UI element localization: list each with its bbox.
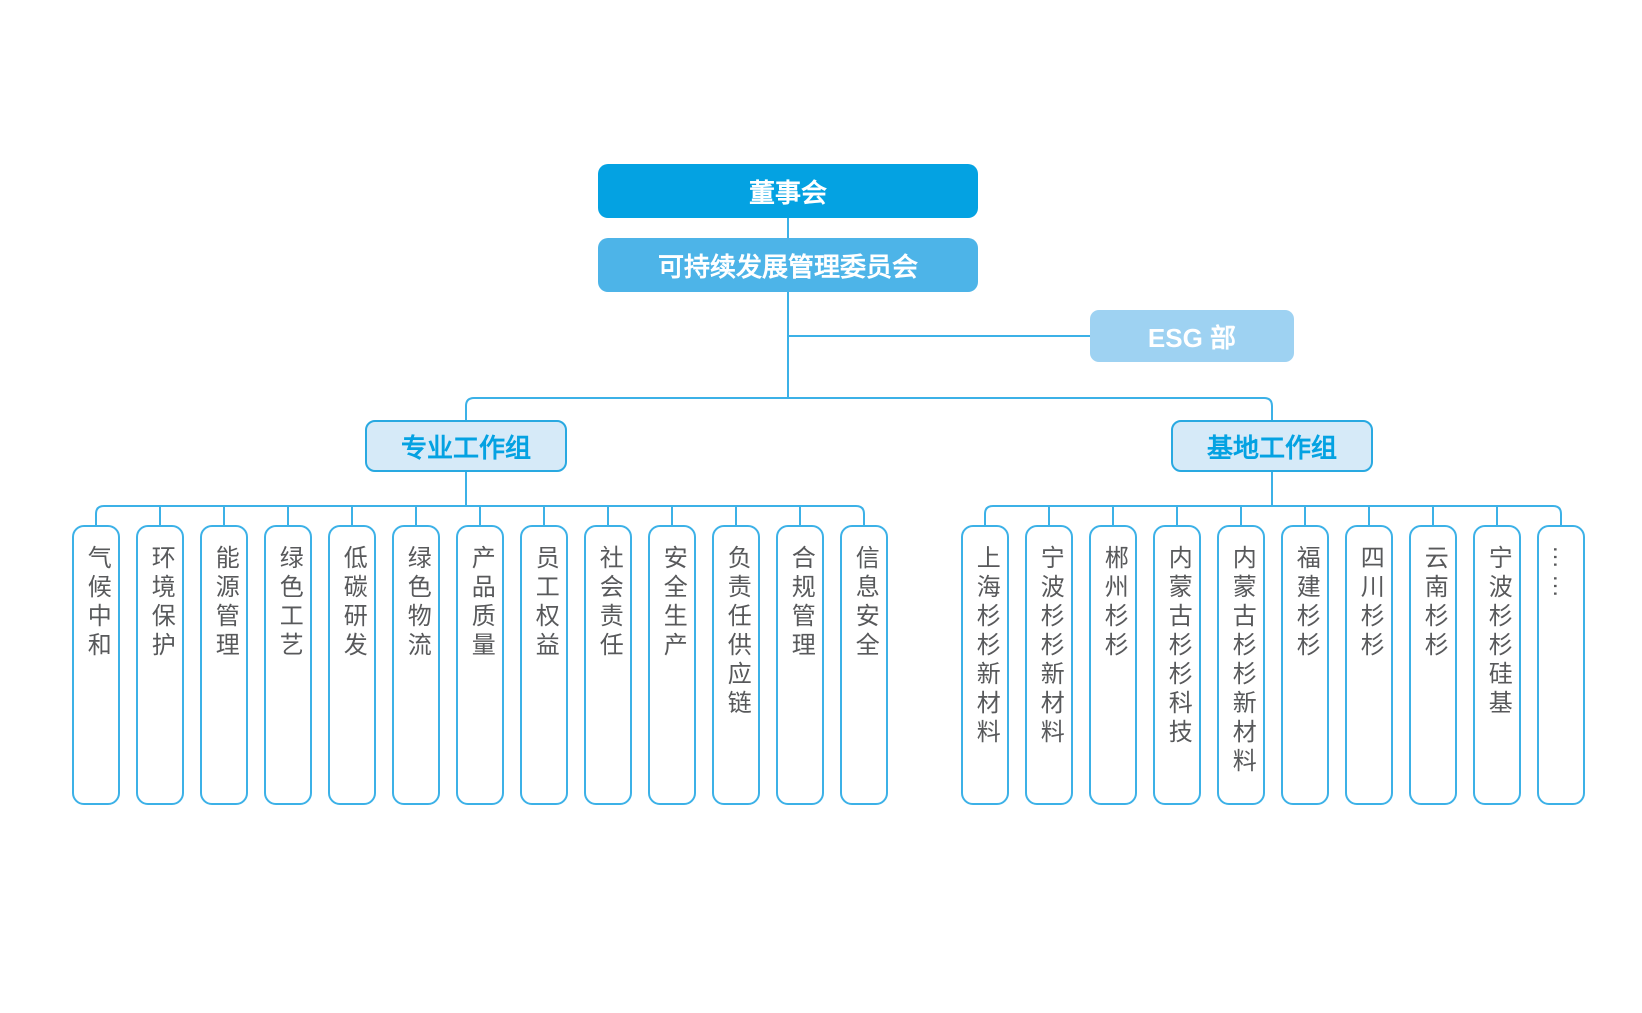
leaf-label: …… <box>1548 545 1576 603</box>
leaf-label: 环境保护 <box>147 545 175 661</box>
leaf-label: 上海杉杉新材料 <box>972 545 1000 748</box>
leaf-label: 气候中和 <box>83 545 111 661</box>
base-workgroup-node: 基地工作组 <box>1171 420 1373 472</box>
leaf-node: 云南杉杉 <box>1409 525 1457 805</box>
leaf-node: 信息安全 <box>840 525 888 805</box>
base-children-row: 上海杉杉新材料 宁波杉杉新材料 郴州杉杉 内蒙古杉杉科技 内蒙古杉杉新材料 福建… <box>961 525 1585 805</box>
leaf-label: 能源管理 <box>211 545 239 661</box>
leaf-label: 社会责任 <box>595 545 623 661</box>
leaf-node: 内蒙古杉杉科技 <box>1153 525 1201 805</box>
leaf-label: 宁波杉杉硅基 <box>1484 545 1512 719</box>
leaf-node: 员工权益 <box>520 525 568 805</box>
leaf-label: 安全生产 <box>659 545 687 661</box>
esg-label: ESG 部 <box>1147 322 1237 353</box>
leaf-node: 气候中和 <box>72 525 120 805</box>
esg-department-node: ESG 部 <box>1090 310 1294 362</box>
professional-workgroup-node: 专业工作组 <box>365 420 567 472</box>
professional-drops <box>159 506 801 526</box>
leaf-label: 绿色物流 <box>403 545 431 661</box>
leaf-label: 宁波杉杉新材料 <box>1036 545 1064 748</box>
leaf-node: 内蒙古杉杉新材料 <box>1217 525 1265 805</box>
leaf-node: 产品质量 <box>456 525 504 805</box>
leaf-label: 四川杉杉 <box>1356 545 1384 661</box>
leaf-label: 员工权益 <box>531 545 559 661</box>
base-workgroup-label: 基地工作组 <box>1206 432 1337 463</box>
leaf-node: 环境保护 <box>136 525 184 805</box>
committee-label: 可持续发展管理委员会 <box>657 251 918 282</box>
leaf-node: 绿色物流 <box>392 525 440 805</box>
professional-children-row: 气候中和 环境保护 能源管理 绿色工艺 低碳研发 绿色物流 产品质量 <box>72 525 888 805</box>
leaf-node: 上海杉杉新材料 <box>961 525 1009 805</box>
leaf-label: 云南杉杉 <box>1420 545 1448 661</box>
leaf-node: 福建杉杉 <box>1281 525 1329 805</box>
board-label: 董事会 <box>748 177 827 208</box>
leaf-node: 郴州杉杉 <box>1089 525 1137 805</box>
leaf-label: 合规管理 <box>787 545 815 661</box>
leaf-node: 负责任供应链 <box>712 525 760 805</box>
professional-workgroup-label: 专业工作组 <box>400 432 531 463</box>
base-rail <box>984 505 1562 526</box>
leaf-node: 绿色工艺 <box>264 525 312 805</box>
leaf-label: 郴州杉杉 <box>1100 545 1128 661</box>
committee-node: 可持续发展管理委员会 <box>598 238 978 292</box>
workgroup-rail <box>465 397 1273 422</box>
leaf-node: 社会责任 <box>584 525 632 805</box>
leaf-label: 信息安全 <box>851 545 879 661</box>
leaf-node: 能源管理 <box>200 525 248 805</box>
leaf-node: 合规管理 <box>776 525 824 805</box>
leaf-node: 四川杉杉 <box>1345 525 1393 805</box>
leaf-label: 内蒙古杉杉科技 <box>1164 545 1192 748</box>
leaf-label: 产品质量 <box>467 545 495 661</box>
leaf-node: 低碳研发 <box>328 525 376 805</box>
leaf-label: 内蒙古杉杉新材料 <box>1228 545 1256 777</box>
leaf-node: 宁波杉杉硅基 <box>1473 525 1521 805</box>
leaf-label: 福建杉杉 <box>1292 545 1320 661</box>
leaf-label: 绿色工艺 <box>275 545 303 661</box>
leaf-node: …… <box>1537 525 1585 805</box>
base-drops <box>1048 506 1498 526</box>
leaf-node: 安全生产 <box>648 525 696 805</box>
leaf-label: 负责任供应链 <box>723 545 751 719</box>
leaf-node: 宁波杉杉新材料 <box>1025 525 1073 805</box>
leaf-label: 低碳研发 <box>339 545 367 661</box>
board-node: 董事会 <box>598 164 978 218</box>
